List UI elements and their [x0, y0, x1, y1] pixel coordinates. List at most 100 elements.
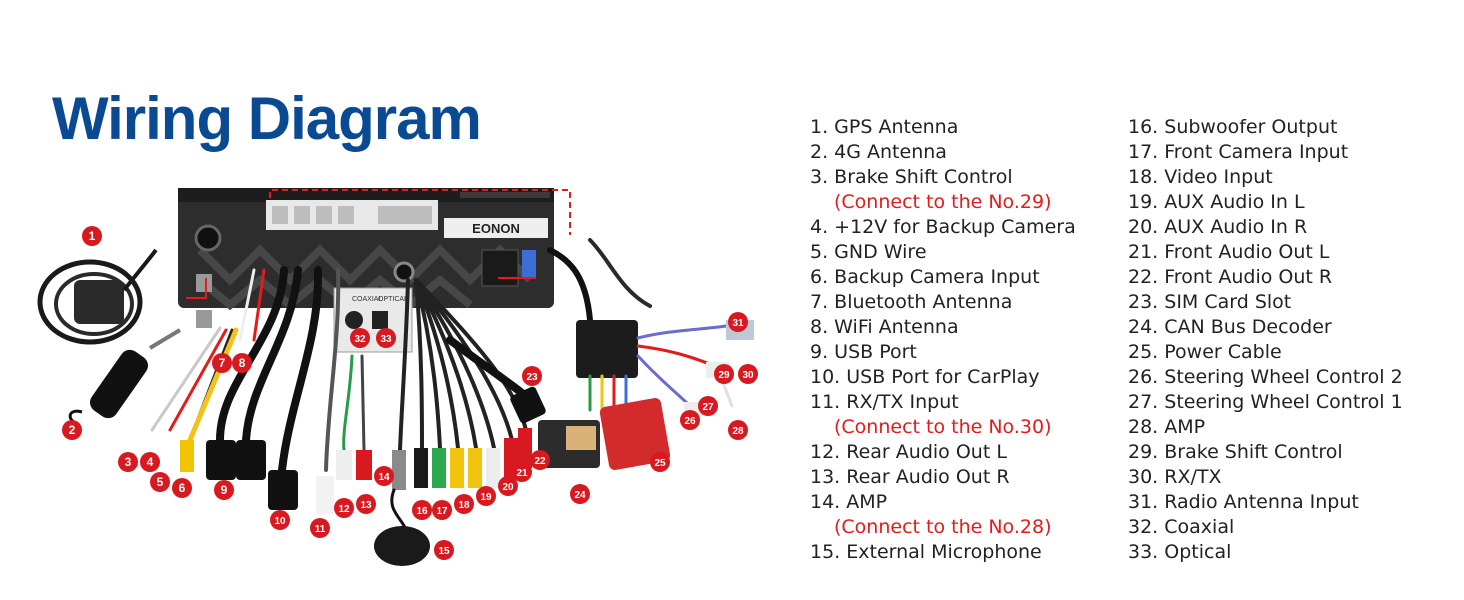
- callout-badge-number: 32: [354, 334, 366, 345]
- callout-badge-28: 28: [728, 420, 748, 440]
- legend-note: (Connect to the No.30): [834, 416, 1052, 438]
- callout-badge-number: 10: [274, 516, 286, 527]
- legend-item: 1. GPS Antenna: [810, 116, 959, 138]
- callout-badge-16: 16: [412, 500, 432, 520]
- callout-badge-number: 24: [574, 490, 586, 501]
- callout-badge-number: 23: [526, 372, 538, 383]
- callout-badge-number: 11: [315, 524, 326, 535]
- legend-item: 30. RX/TX: [1128, 466, 1222, 488]
- legend-item: 25. Power Cable: [1128, 341, 1282, 363]
- callout-badge-11: 11: [310, 518, 330, 538]
- callout-badge-15: 15: [434, 540, 454, 560]
- brand-logo: EONON: [472, 221, 520, 236]
- callout-badge-8: 8: [232, 353, 252, 373]
- callout-badge-number: 27: [702, 402, 714, 413]
- callout-badge-number: 21: [516, 468, 528, 479]
- legend-item: 22. Front Audio Out R: [1128, 266, 1333, 288]
- callout-badge-14: 14: [374, 466, 394, 486]
- callout-badge-2: 2: [62, 420, 82, 440]
- callout-badge-5: 5: [150, 472, 170, 492]
- callout-badge-number: 5: [157, 475, 164, 489]
- head-unit: EONON COAXIAL OPTICAL: [178, 188, 571, 353]
- callout-badge-number: 16: [416, 506, 428, 517]
- callout-badge-6: 6: [172, 478, 192, 498]
- callout-badge-number: 13: [360, 500, 372, 511]
- legend-item: 13. Rear Audio Out R: [810, 466, 1010, 488]
- optical-label: OPTICAL: [378, 296, 408, 303]
- callout-badge-number: 19: [480, 492, 492, 503]
- callout-badge-19: 19: [476, 486, 496, 506]
- legend-item: 23. SIM Card Slot: [1128, 291, 1292, 313]
- wire-bundle: [150, 238, 754, 566]
- callout-badge-number: 6: [179, 481, 186, 495]
- legend-item: 28. AMP: [1128, 416, 1206, 438]
- callout-badge-23: 23: [522, 366, 542, 386]
- legend-item: 26. Steering Wheel Control 2: [1128, 366, 1403, 388]
- gps-antenna: [37, 248, 158, 345]
- callout-badge-number: 8: [239, 356, 246, 370]
- page-title: Wiring Diagram: [52, 85, 482, 152]
- legend-item: 2. 4G Antenna: [810, 141, 947, 163]
- callout-badge-number: 18: [458, 500, 470, 511]
- callout-badge-31: 31: [728, 312, 748, 332]
- legend-item: 32. Coaxial: [1128, 516, 1235, 538]
- legend-item: 6. Backup Camera Input: [810, 266, 1040, 288]
- legend-item: 11. RX/TX Input: [810, 391, 959, 413]
- legend-item: 27. Steering Wheel Control 1: [1128, 391, 1403, 413]
- callout-badge-33: 33: [376, 328, 396, 348]
- legend-item: 17. Front Camera Input: [1128, 141, 1349, 163]
- legend-item: 8. WiFi Antenna: [810, 316, 959, 338]
- legend-column-1: 1. GPS Antenna 2. 4G Antenna 3. Brake Shif…: [810, 115, 1076, 565]
- callout-badge-number: 2: [69, 423, 76, 437]
- legend-item: 12. Rear Audio Out L: [810, 441, 1007, 463]
- callout-badge-number: 3: [125, 455, 132, 469]
- callout-badge-29: 29: [714, 364, 734, 384]
- callout-badge-27: 27: [698, 396, 718, 416]
- callout-badge-number: 26: [684, 416, 696, 427]
- callout-badge-4: 4: [140, 452, 160, 472]
- legend-note: (Connect to the No.28): [834, 516, 1052, 538]
- wiring-diagram-illustration: EONON COAXIAL OPTICAL: [37, 188, 758, 566]
- callout-badge-13: 13: [356, 494, 376, 514]
- legend-item: 31. Radio Antenna Input: [1128, 491, 1359, 513]
- callout-badge-32: 32: [350, 328, 370, 348]
- callout-badge-1: 1: [82, 226, 102, 246]
- legend-item: 9. USB Port: [810, 341, 917, 363]
- legend-item: 29. Brake Shift Control: [1128, 441, 1343, 463]
- legend-item: 19. AUX Audio In L: [1128, 191, 1305, 213]
- callout-badge-17: 17: [432, 500, 452, 520]
- legend-item: 14. AMP: [810, 491, 888, 513]
- callout-badge-22: 22: [530, 450, 550, 470]
- callout-badge-number: 29: [718, 370, 730, 381]
- legend-item: 20. AUX Audio In R: [1128, 216, 1308, 238]
- callout-badge-26: 26: [680, 410, 700, 430]
- legend-item: 10. USB Port for CarPlay: [810, 366, 1040, 388]
- legend-item: 5. GND Wire: [810, 241, 927, 263]
- callout-badge-number: 28: [732, 426, 744, 437]
- legend-item: 15. External Microphone: [810, 541, 1042, 563]
- callout-badge-number: 4: [147, 455, 154, 469]
- callout-badge-number: 25: [654, 458, 666, 469]
- callout-badge-3: 3: [118, 452, 138, 472]
- callout-badge-30: 30: [738, 364, 758, 384]
- callout-badge-10: 10: [270, 510, 290, 530]
- callout-badge-number: 14: [378, 472, 390, 483]
- legend-item: 3. Brake Shift Control: [810, 166, 1013, 188]
- callout-badge-18: 18: [454, 494, 474, 514]
- legend-item: 7. Bluetooth Antenna: [810, 291, 1013, 313]
- callout-badge-number: 31: [732, 318, 744, 329]
- callout-badge-number: 12: [338, 504, 350, 515]
- callout-badge-number: 7: [219, 356, 226, 370]
- coaxial-label: COAXIAL: [352, 296, 382, 303]
- legend-item: 21. Front Audio Out L: [1128, 241, 1330, 263]
- callout-badge-24: 24: [570, 484, 590, 504]
- callout-badge-number: 20: [502, 482, 514, 493]
- callout-badge-number: 17: [436, 506, 448, 517]
- callout-badge-20: 20: [498, 476, 518, 496]
- callout-badge-25: 25: [650, 452, 670, 472]
- callout-badge-number: 30: [742, 370, 754, 381]
- callout-badge-number: 15: [438, 546, 450, 557]
- legend-item: 33. Optical: [1128, 541, 1232, 563]
